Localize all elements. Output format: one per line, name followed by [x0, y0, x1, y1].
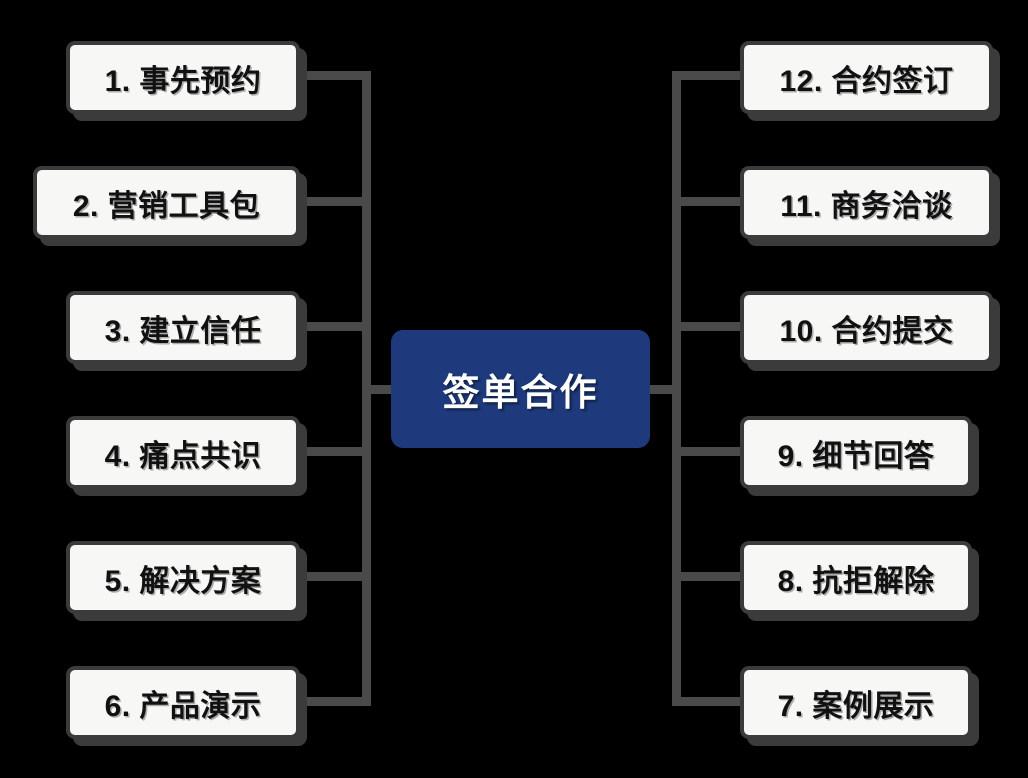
left-connector-1	[300, 71, 371, 80]
node-left-3[interactable]: 3. 建立信任	[66, 291, 300, 364]
right-connector-8	[672, 572, 744, 581]
center-node[interactable]: 签单合作	[391, 330, 650, 448]
left-connector-6	[300, 697, 371, 706]
node-left-4[interactable]: 4. 痛点共识	[66, 416, 300, 489]
left-connector-2	[300, 197, 371, 206]
node-left-5[interactable]: 5. 解决方案	[66, 541, 300, 614]
right-connector-10	[672, 322, 744, 331]
right-connector-7	[672, 697, 744, 706]
right-connector-11	[672, 197, 744, 206]
node-left-6[interactable]: 6. 产品演示	[66, 666, 300, 739]
right-connector-9	[672, 447, 744, 456]
left-trunk-to-center	[362, 385, 398, 394]
left-connector-3	[300, 322, 371, 331]
right-connector-12	[672, 71, 744, 80]
center-to-right-trunk	[644, 385, 680, 394]
node-right-9[interactable]: 9. 细节回答	[740, 416, 972, 489]
node-right-10[interactable]: 10. 合约提交	[740, 291, 993, 364]
node-right-8[interactable]: 8. 抗拒解除	[740, 541, 972, 614]
node-right-11[interactable]: 11. 商务洽谈	[740, 166, 993, 239]
node-left-1[interactable]: 1. 事先预约	[66, 41, 300, 114]
node-right-12[interactable]: 12. 合约签订	[740, 41, 993, 114]
left-connector-4	[300, 447, 371, 456]
left-connector-5	[300, 572, 371, 581]
node-left-2[interactable]: 2. 营销工具包	[33, 166, 300, 239]
node-right-7[interactable]: 7. 案例展示	[740, 666, 972, 739]
